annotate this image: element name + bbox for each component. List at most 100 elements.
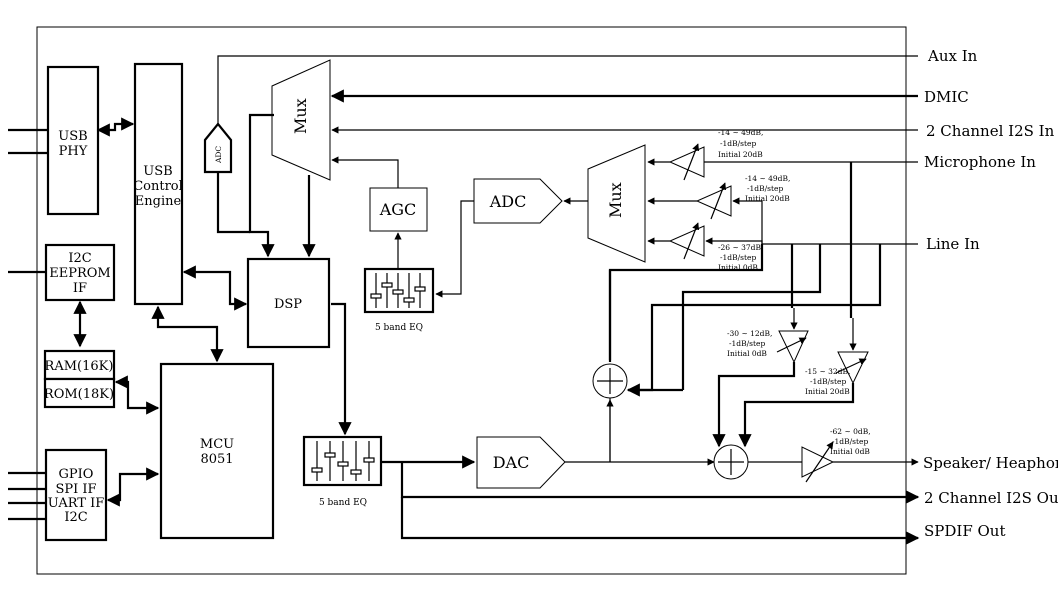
eq-bottom-block: 5 band EQ [302, 435, 383, 508]
mixamp2-adder2 [738, 383, 855, 448]
mcu-label-1: MCU [200, 437, 234, 452]
adc-dsp-link [216, 172, 250, 234]
mcu-block: MCU 8051 [159, 362, 275, 540]
mic-amp-note-2: -1dB/step [720, 139, 756, 148]
aux-in-label: Aux In [927, 47, 978, 65]
usb-dsp-link [182, 265, 248, 311]
out-amp-note-1: -62 ~ 0dB, [830, 427, 871, 436]
gpio-mcu-link [106, 467, 160, 507]
line-in-to-amp2 [705, 237, 763, 245]
gpio-label-1: GPIO [59, 467, 94, 482]
line-in-to-amp1 [732, 197, 763, 244]
usb-control-label-3: Engine [135, 194, 182, 209]
line-in-label: Line In [926, 235, 980, 253]
adder-2 [713, 444, 749, 480]
line-amp1-note-2: -1dB/step [747, 184, 783, 193]
mix-amp-1-note: -30 ~ 12dB, -1dB/step Initial 0dB [727, 329, 772, 358]
eq-top-block: 5 band EQ [363, 267, 435, 333]
mic-amp-note-3: Initial 20dB [718, 150, 763, 159]
i2c-eeprom-label-3: IF [73, 281, 87, 296]
spdif-out-label: SPDIF Out [924, 522, 1005, 540]
mic-in-label: Microphone In [924, 153, 1036, 171]
ram-label: RAM(16K) [45, 359, 114, 374]
mic-amp [668, 143, 705, 181]
line-amp1-note-3: Initial 20dB [745, 194, 790, 203]
i2s-out-label: 2 Channel I2S Out [924, 489, 1058, 507]
chip-boundary [36, 26, 907, 575]
adder-1 [592, 363, 628, 399]
line-amp-1 [695, 182, 732, 220]
mux-right-block: Mux [587, 144, 646, 263]
out-amp [801, 441, 835, 483]
agc-mux-link [331, 156, 399, 188]
i2s-in-label: 2 Channel I2S In [926, 122, 1055, 140]
ram-block: RAM(16K) [43, 349, 116, 381]
mux-right-label: Mux [606, 182, 625, 218]
dsp-label: DSP [274, 297, 302, 312]
mic-amp-note: -14 ~ 49dB, -1dB/step Initial 20dB [718, 128, 763, 159]
mix-amp1-note-1: -30 ~ 12dB, [727, 329, 772, 338]
eq-bottom-label: 5 band EQ [319, 498, 367, 508]
mix-amp1-note-2: -1dB/step [729, 339, 765, 348]
gpio-block: GPIO SPI IF UART IF I2C [44, 448, 108, 542]
usb-phy-label-2: PHY [59, 144, 88, 159]
rom-label: ROM(18K) [44, 387, 114, 402]
i2c-eeprom-label-1: I2C [68, 251, 91, 266]
aux-in-line [217, 55, 918, 124]
rom-block: ROM(18K) [43, 377, 116, 409]
gpio-label-4: I2C [64, 510, 87, 525]
dsp-block: DSP [246, 257, 331, 349]
mic-amp-note-1: -14 ~ 49dB, [718, 128, 763, 137]
usb-control-engine-block: USB Control Engine [133, 62, 184, 306]
gpio-label-2: SPI IF [55, 482, 96, 497]
mix-amp1-note-3: Initial 0dB [727, 349, 767, 358]
usb-phy-control-link [96, 117, 135, 137]
mixamp1-adder2 [712, 362, 796, 448]
dac-label: DAC [493, 453, 530, 472]
usb-control-label-1: USB [143, 164, 172, 179]
line-amp1-note-1: -14 ~ 49dB, [745, 174, 790, 183]
mix-amp-2-note: -15 ~ 32dB, -1dB/step Initial 20dB [805, 367, 850, 396]
loop-feed [681, 244, 822, 390]
eq-top-label: 5 band EQ [375, 323, 423, 333]
speaker-label: Speaker/ Heaphone [923, 454, 1058, 472]
mux-dsp-link-1 [248, 113, 275, 258]
mux-left-block: Mux [271, 59, 331, 181]
agc-label: AGC [379, 200, 417, 219]
line-amp-2-note: -26 ~ 37dB, -1dB/step Initial 0dB [718, 243, 763, 272]
line-amp2-note-1: -26 ~ 37dB, [718, 243, 763, 252]
dac-block: DAC [476, 436, 566, 489]
aux-adc-block: ADC [203, 122, 233, 174]
line-amp2-note-3: Initial 0dB [718, 263, 758, 272]
gpio-label-3: UART IF [48, 496, 104, 511]
mux-left-label: Mux [291, 98, 310, 134]
usb-control-label-2: Control [133, 179, 183, 194]
i2c-eeprom-block: I2C EEPROM IF [44, 243, 116, 302]
mix-amp-2 [835, 351, 869, 385]
usb-phy-label-1: USB [58, 129, 87, 144]
dsp-eq-link [331, 302, 352, 436]
mix-amp2-note-3: Initial 20dB [805, 387, 850, 396]
line-amp-1-note: -14 ~ 49dB, -1dB/step Initial 20dB [745, 174, 790, 203]
adc-big-block: ADC [473, 178, 563, 224]
line-amp-2 [668, 222, 705, 260]
usb-phy-block: USB PHY [46, 65, 100, 216]
memory-mcu-link [114, 375, 160, 415]
adc-big-label: ADC [489, 192, 527, 211]
mix-amp2-note-2: -1dB/step [810, 377, 846, 386]
out-amp-note-2: -1dB/step [832, 437, 868, 446]
mcu-label-2: 8051 [200, 452, 233, 467]
out-amp-note-3: Initial 0dB [830, 447, 870, 456]
adc-eq-link [435, 200, 474, 298]
usb-mcu-link [151, 305, 224, 363]
agc-block: AGC [369, 187, 428, 232]
out-amp-note: -62 ~ 0dB, -1dB/step Initial 0dB [830, 427, 871, 456]
mix-amp2-note-1: -15 ~ 32dB, [805, 367, 850, 376]
mix-amp-1 [776, 330, 809, 364]
aux-adc-label: ADC [214, 146, 223, 164]
line-amp2-note-2: -1dB/step [720, 253, 756, 262]
i2c-eeprom-label-2: EEPROM [49, 266, 110, 281]
dmic-label: DMIC [924, 88, 969, 106]
spdif-out-line [400, 497, 920, 545]
